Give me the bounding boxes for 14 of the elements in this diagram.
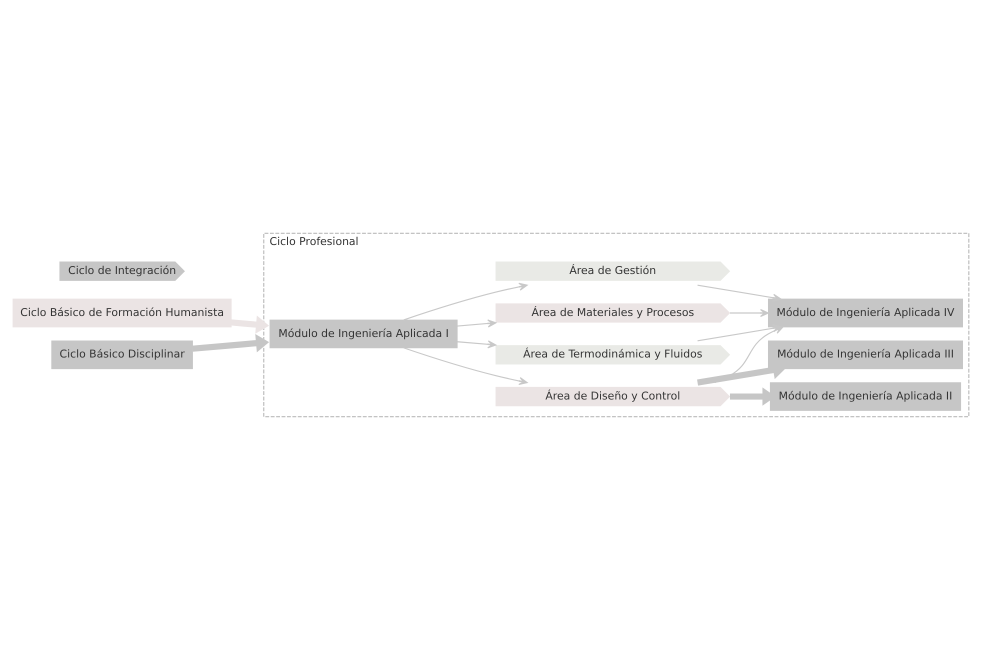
arrow <box>457 319 496 328</box>
node-box: Módulo de Ingeniería Aplicada II <box>770 382 962 411</box>
arrow <box>231 315 270 334</box>
arrow <box>457 340 496 348</box>
arrow <box>730 308 769 318</box>
arrow <box>192 334 270 352</box>
node-box: Módulo de Ingeniería Aplicada IV <box>768 298 964 328</box>
node-box: Módulo de Ingeniería Aplicada III <box>768 340 964 370</box>
node-box: Módulo de Ingeniería Aplicada I <box>270 320 458 348</box>
node-box: Ciclo Básico Disciplinar <box>51 340 193 370</box>
node-box: Ciclo Básico de Formación Humanista <box>12 298 232 328</box>
arrow <box>697 284 782 302</box>
arrow <box>404 347 528 386</box>
arrow <box>404 282 528 320</box>
